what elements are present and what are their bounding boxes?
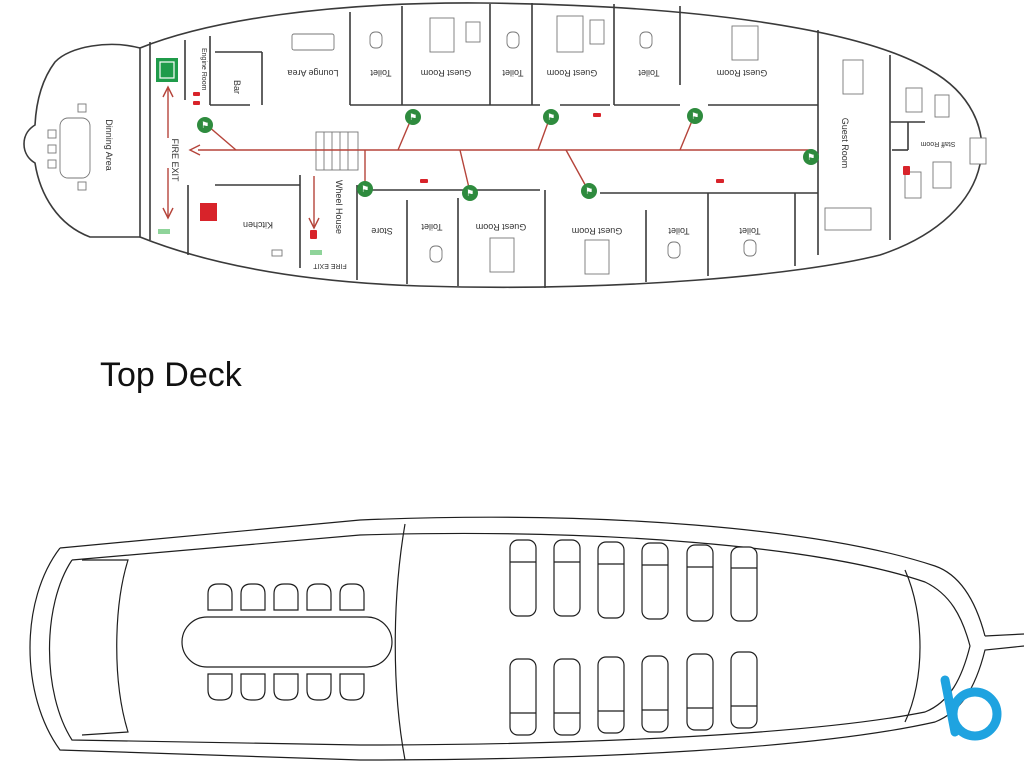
stern-dining-bump — [23, 43, 141, 238]
svg-text:⚑: ⚑ — [201, 121, 209, 131]
room-label-toilet-bottom-2: Toilet — [668, 226, 690, 236]
main-deck-plan: Dinning Area Engine Room Bar FIRE EXIT K… — [23, 2, 987, 289]
toilet-fixture — [743, 239, 757, 257]
toilet-fixture — [506, 31, 520, 49]
cabinet-fixture — [932, 161, 952, 189]
top-deck-dining-table — [181, 616, 393, 668]
toilet-fixture — [639, 31, 653, 49]
room-label-guest-room-bottom-1: Guest Room — [476, 222, 527, 232]
room-label-engine-room: Engine Room — [200, 48, 207, 91]
cabinet-fixture — [589, 19, 605, 45]
svg-text:⚑: ⚑ — [409, 113, 417, 123]
room-label-guest-room-top-2: Guest Room — [547, 68, 598, 78]
room-label-lounge-area: Lounge Area — [287, 68, 338, 78]
bed-fixture — [824, 207, 872, 231]
room-label-fire-exit-left: FIRE EXIT — [170, 138, 180, 182]
room-label-guest-room-bow: Guest Room — [840, 118, 850, 169]
exit-sign-icon — [156, 58, 322, 255]
room-label-store: Store — [371, 226, 393, 236]
wheel-house-stairs — [315, 131, 359, 171]
top-deck-divider — [394, 523, 406, 761]
toilet-fixture — [667, 241, 681, 259]
svg-text:⚑: ⚑ — [691, 112, 699, 122]
room-label-toilet-bottom-1: Toilet — [421, 222, 443, 232]
room-label-staff-room: Staff Room — [920, 140, 955, 147]
cabinet-fixture — [465, 21, 481, 43]
room-label-fire-exit-bottom: FIRE EXIT — [313, 262, 347, 269]
toilet-fixture — [369, 31, 383, 49]
room-label-toilet-bottom-3: Toilet — [739, 226, 761, 236]
dining-table — [47, 103, 91, 191]
top-deck-sunloungers — [509, 539, 758, 736]
bed-fixture — [584, 239, 610, 275]
bed-fixture — [429, 17, 455, 53]
top-deck-plan — [29, 516, 1024, 761]
svg-text:⚑: ⚑ — [361, 185, 369, 195]
fire-extinguisher-icon — [193, 92, 910, 239]
top-deck-stern-inner — [81, 559, 129, 736]
room-label-toilet-top-3: Toilet — [638, 68, 660, 78]
bed-fixture — [731, 25, 759, 61]
bed-fixture — [905, 87, 923, 113]
room-label-guest-room-top-3: Guest Room — [717, 68, 768, 78]
bed-fixture — [842, 59, 864, 95]
svg-text:⚑: ⚑ — [585, 187, 593, 197]
evacuation-routes — [162, 85, 810, 230]
lounge-sofa — [291, 33, 335, 51]
top-deck-bow-divider — [904, 569, 921, 723]
room-label-toilet-top-1: Toilet — [370, 68, 392, 78]
appliance-fixture — [271, 249, 283, 257]
running-person-icon: ⚑ ⚑ ⚑ ⚑ ⚑ ⚑ ⚑ ⚑ — [197, 108, 819, 201]
room-label-toilet-top-2: Toilet — [502, 68, 524, 78]
bed-fixture — [904, 171, 922, 199]
svg-text:⚑: ⚑ — [466, 189, 474, 199]
svg-text:⚑: ⚑ — [547, 113, 555, 123]
cabinet-fixture — [969, 137, 987, 165]
top-deck-hull-inner — [48, 532, 971, 746]
room-label-wheel-house: Wheel House — [334, 180, 344, 234]
toilet-fixture — [429, 245, 443, 263]
bed-fixture — [556, 15, 584, 53]
cabinet-fixture — [934, 94, 950, 118]
room-label-bar: Bar — [232, 80, 242, 94]
bed-fixture — [489, 237, 515, 273]
svg-text:⚑: ⚑ — [807, 153, 815, 163]
room-label-guest-room-top-1: Guest Room — [421, 68, 472, 78]
page-title: Top Deck — [100, 356, 242, 394]
fire-point-icon — [200, 203, 217, 221]
room-label-kitchen: Kitchen — [243, 220, 273, 230]
brand-b-logo-icon — [940, 675, 1002, 741]
top-deck-chairs — [207, 583, 365, 701]
room-label-guest-room-bottom-2: Guest Room — [572, 226, 623, 236]
room-label-dinning-area: Dinning Area — [104, 119, 114, 171]
